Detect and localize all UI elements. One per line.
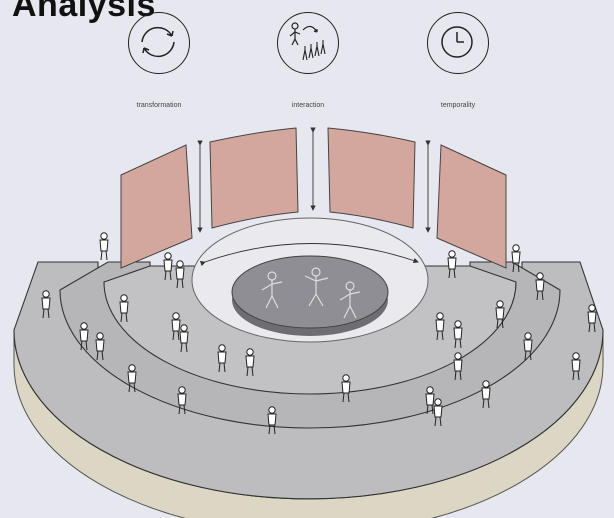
curved-panel-1 (121, 145, 192, 268)
spectator-figure (100, 233, 108, 260)
curved-panel-4 (437, 145, 506, 268)
central-stage (232, 256, 388, 328)
curved-panel-3 (328, 128, 415, 228)
curved-panel-2 (210, 128, 298, 228)
